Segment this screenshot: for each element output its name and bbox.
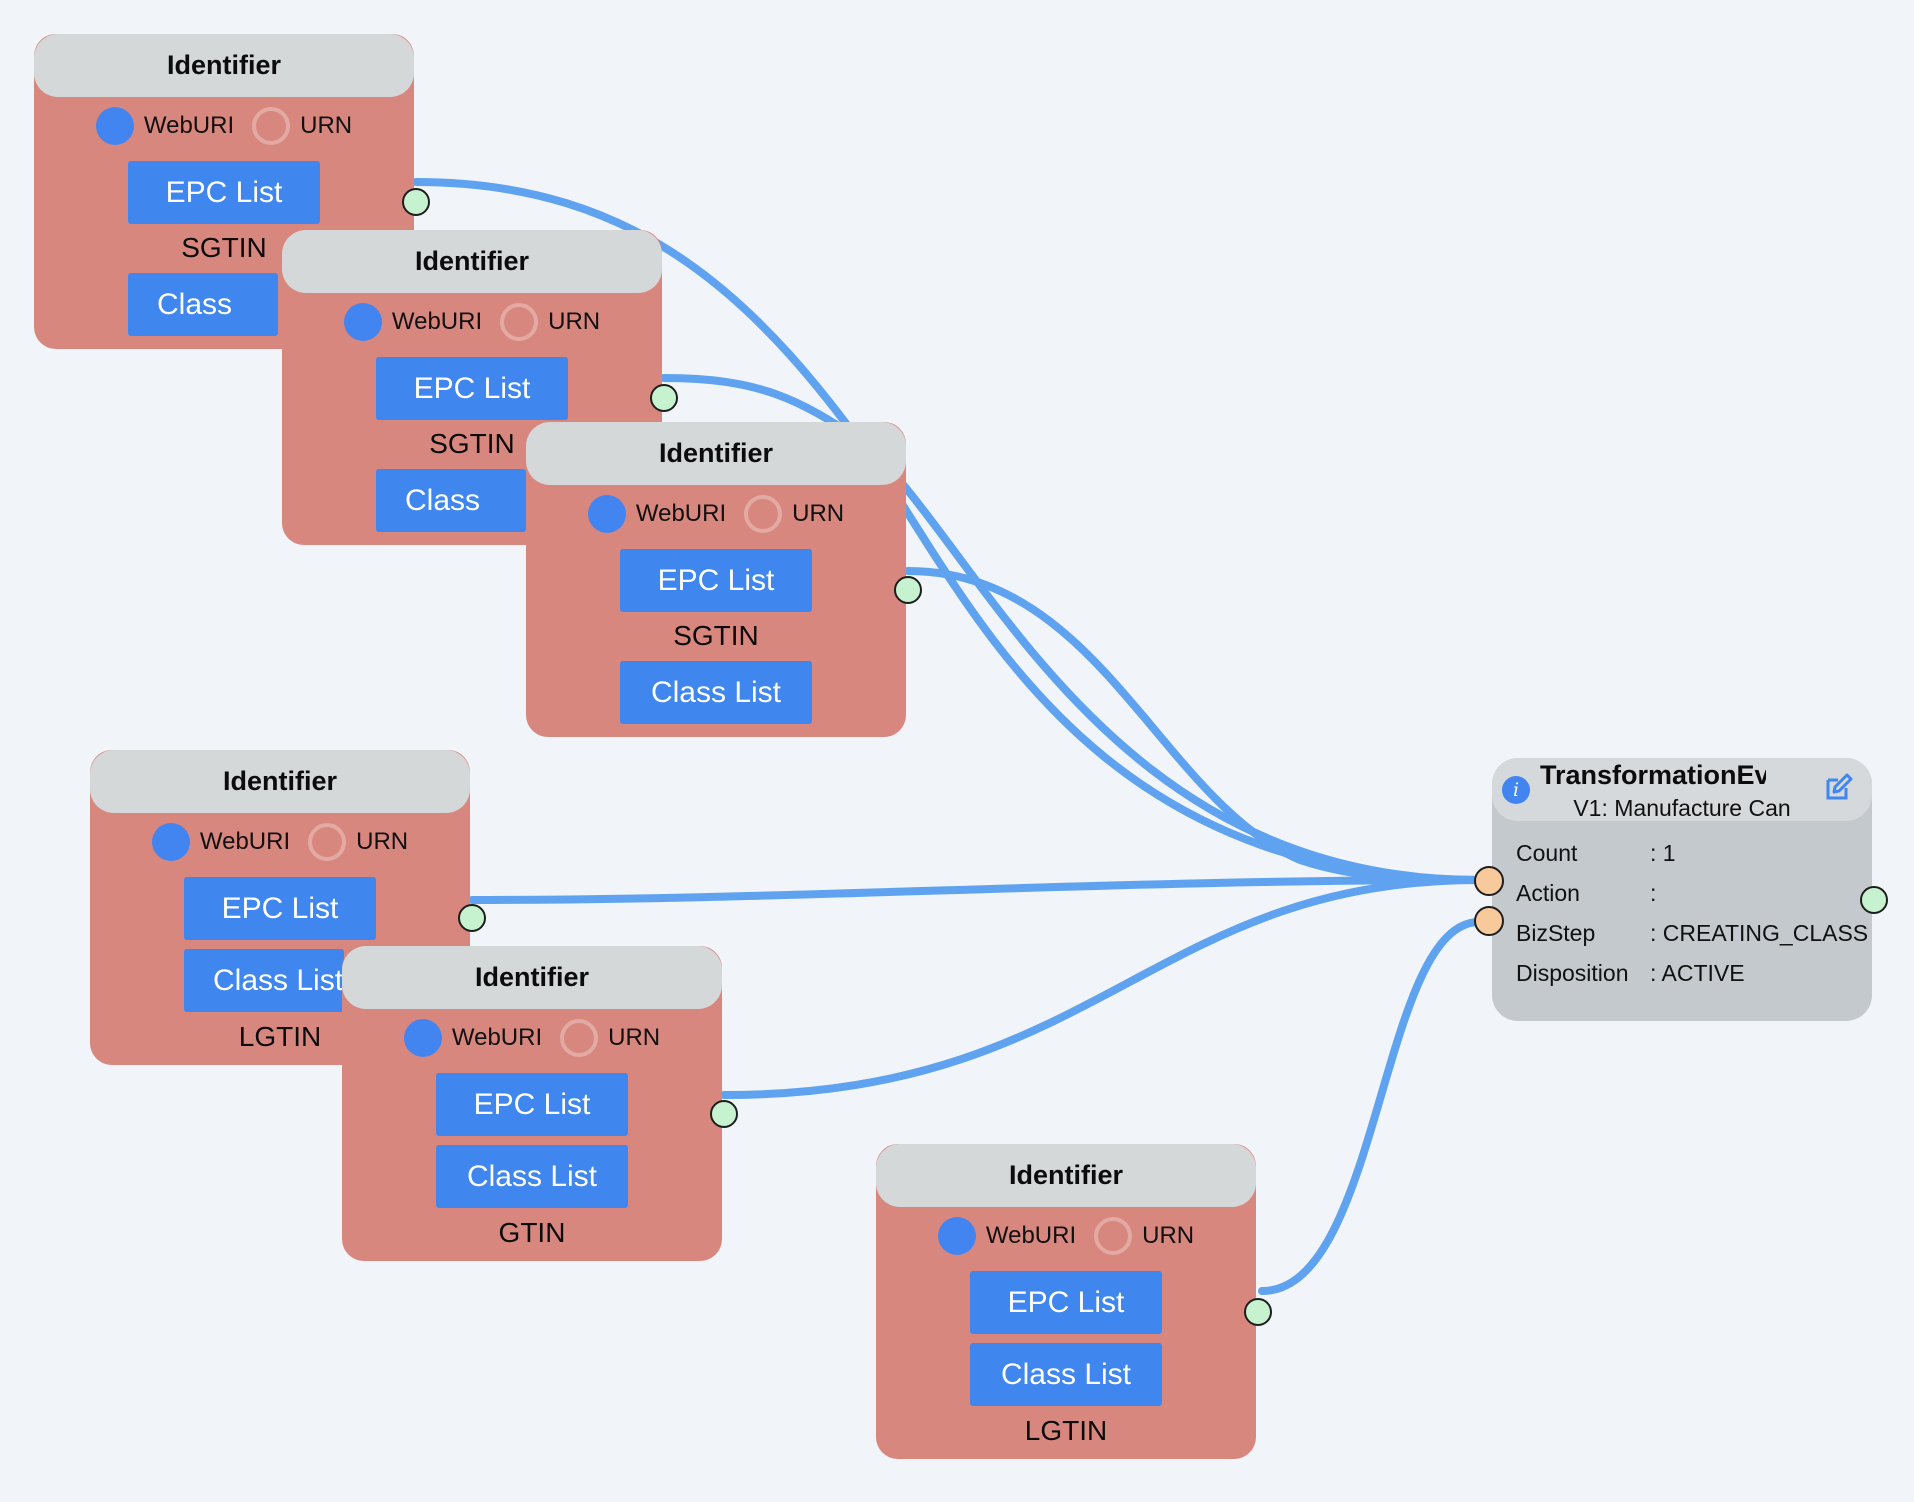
identifier-node[interactable]: Identifier WebURI URN EPC List SGTIN Cla… — [526, 422, 906, 737]
field-row: Action : — [1516, 880, 1872, 920]
webURI-label: WebURI — [985, 1222, 1077, 1249]
field-key: Count — [1516, 840, 1578, 866]
node-title: Identifier — [342, 946, 722, 1009]
transformation-event-node[interactable]: TransformationEvent V1: Manufacture Can … — [1492, 758, 1872, 1021]
node-title: Identifier — [526, 422, 906, 485]
urn-radio[interactable] — [500, 303, 539, 341]
format-radio-group[interactable]: WebURI URN — [342, 1016, 722, 1060]
epc-list-button[interactable]: EPC List — [184, 877, 376, 940]
output-port[interactable] — [650, 384, 678, 412]
urn-radio[interactable] — [744, 495, 783, 533]
webURI-radio[interactable] — [343, 303, 382, 341]
wire-3[interactable] — [904, 567, 1484, 884]
webURI-radio[interactable] — [151, 823, 190, 861]
field-row: BizStep : CREATING_CLASS — [1516, 920, 1872, 960]
webURI-radio[interactable] — [95, 107, 134, 145]
identifier-node[interactable]: Identifier WebURI URN EPC List Class Lis… — [876, 1144, 1256, 1459]
identifier-type: GTIN — [498, 1217, 566, 1248]
identifier-node[interactable]: Identifier WebURI URN EPC List Class Lis… — [342, 946, 722, 1261]
output-port[interactable] — [894, 576, 922, 604]
epc-list-button[interactable]: EPC List — [620, 549, 812, 612]
field-key: Action — [1516, 880, 1580, 906]
input-port[interactable] — [1474, 906, 1504, 936]
webURI-label: WebURI — [143, 112, 235, 139]
field-value: : ACTIVE — [1650, 960, 1745, 986]
wire-4[interactable] — [468, 876, 1484, 904]
event-title-block: TransformationEvent V1: Manufacture Can — [1492, 758, 1872, 821]
urn-radio[interactable] — [252, 107, 291, 145]
edit-icon[interactable] — [1822, 772, 1854, 804]
event-title: TransformationEvent — [1540, 760, 1766, 790]
webURI-label: WebURI — [199, 828, 291, 855]
node-title: Identifier — [876, 1144, 1256, 1207]
field-key: BizStep — [1516, 920, 1596, 946]
event-subtitle: V1: Manufacture Can — [1573, 795, 1791, 821]
webURI-radio[interactable] — [403, 1019, 442, 1057]
urn-label: URN — [608, 1024, 661, 1051]
wire-5[interactable] — [720, 876, 1484, 1099]
node-title: Identifier — [34, 34, 414, 97]
event-header — [1492, 758, 1872, 821]
identifier-type: LGTIN — [1024, 1415, 1108, 1446]
webURI-radio[interactable] — [587, 495, 626, 533]
epc-list-button[interactable]: EPC List — [436, 1073, 628, 1136]
epc-list-button[interactable]: EPC List — [376, 357, 568, 420]
urn-label: URN — [356, 828, 409, 855]
epc-list-button[interactable]: EPC List — [970, 1271, 1162, 1334]
identifier-node[interactable]: Identifier WebURI URN EPC List Class Lis… — [90, 750, 470, 1065]
field-row: Disposition : ACTIVE — [1516, 960, 1872, 1000]
urn-label: URN — [300, 112, 353, 139]
format-radio-group[interactable]: WebURI URN — [90, 820, 470, 864]
class-list-button[interactable]: Class List — [436, 1145, 628, 1208]
field-row: Count : 1 — [1516, 840, 1872, 880]
identifier-type: SGTIN — [673, 620, 759, 651]
wire-6[interactable] — [1258, 918, 1482, 1295]
epc-list-button[interactable]: EPC List — [128, 161, 320, 224]
urn-radio[interactable] — [1094, 1217, 1133, 1255]
format-radio-group[interactable]: WebURI URN — [876, 1214, 1256, 1258]
webURI-label: WebURI — [451, 1024, 543, 1051]
identifier-type: SGTIN — [181, 232, 267, 263]
urn-label: URN — [792, 500, 845, 527]
identifier-type: SGTIN — [429, 428, 515, 459]
urn-label: URN — [548, 308, 601, 335]
node-title: Identifier — [90, 750, 470, 813]
webURI-label: WebURI — [635, 500, 727, 527]
info-icon[interactable]: i — [1502, 776, 1530, 804]
format-radio-group[interactable]: WebURI URN — [34, 104, 414, 148]
event-fields: Count : 1 Action : BizStep : CREATING_CL… — [1516, 840, 1872, 1000]
node-title: Identifier — [282, 230, 662, 293]
format-radio-group[interactable]: WebURI URN — [526, 492, 906, 536]
identifier-type: LGTIN — [238, 1021, 322, 1052]
input-port[interactable] — [1474, 866, 1504, 896]
class-list-button[interactable]: Class List — [128, 273, 278, 336]
field-value: : — [1650, 880, 1657, 906]
class-list-button[interactable]: Class List — [184, 949, 344, 1012]
output-port[interactable] — [458, 904, 486, 932]
field-key: Disposition — [1516, 960, 1629, 986]
output-port[interactable] — [1860, 886, 1888, 914]
output-port[interactable] — [1244, 1298, 1272, 1326]
format-radio-group[interactable]: WebURI URN — [282, 300, 662, 344]
field-value: : 1 — [1650, 840, 1676, 866]
webURI-label: WebURI — [391, 308, 483, 335]
class-list-button[interactable]: Class List — [376, 469, 526, 532]
webURI-radio[interactable] — [937, 1217, 976, 1255]
class-list-button[interactable]: Class List — [620, 661, 812, 724]
output-port[interactable] — [710, 1100, 738, 1128]
output-port[interactable] — [402, 188, 430, 216]
urn-radio[interactable] — [560, 1019, 599, 1057]
urn-label: URN — [1142, 1222, 1195, 1249]
class-list-button[interactable]: Class List — [970, 1343, 1162, 1406]
field-value: : CREATING_CLASS — [1650, 920, 1869, 946]
urn-radio[interactable] — [308, 823, 347, 861]
